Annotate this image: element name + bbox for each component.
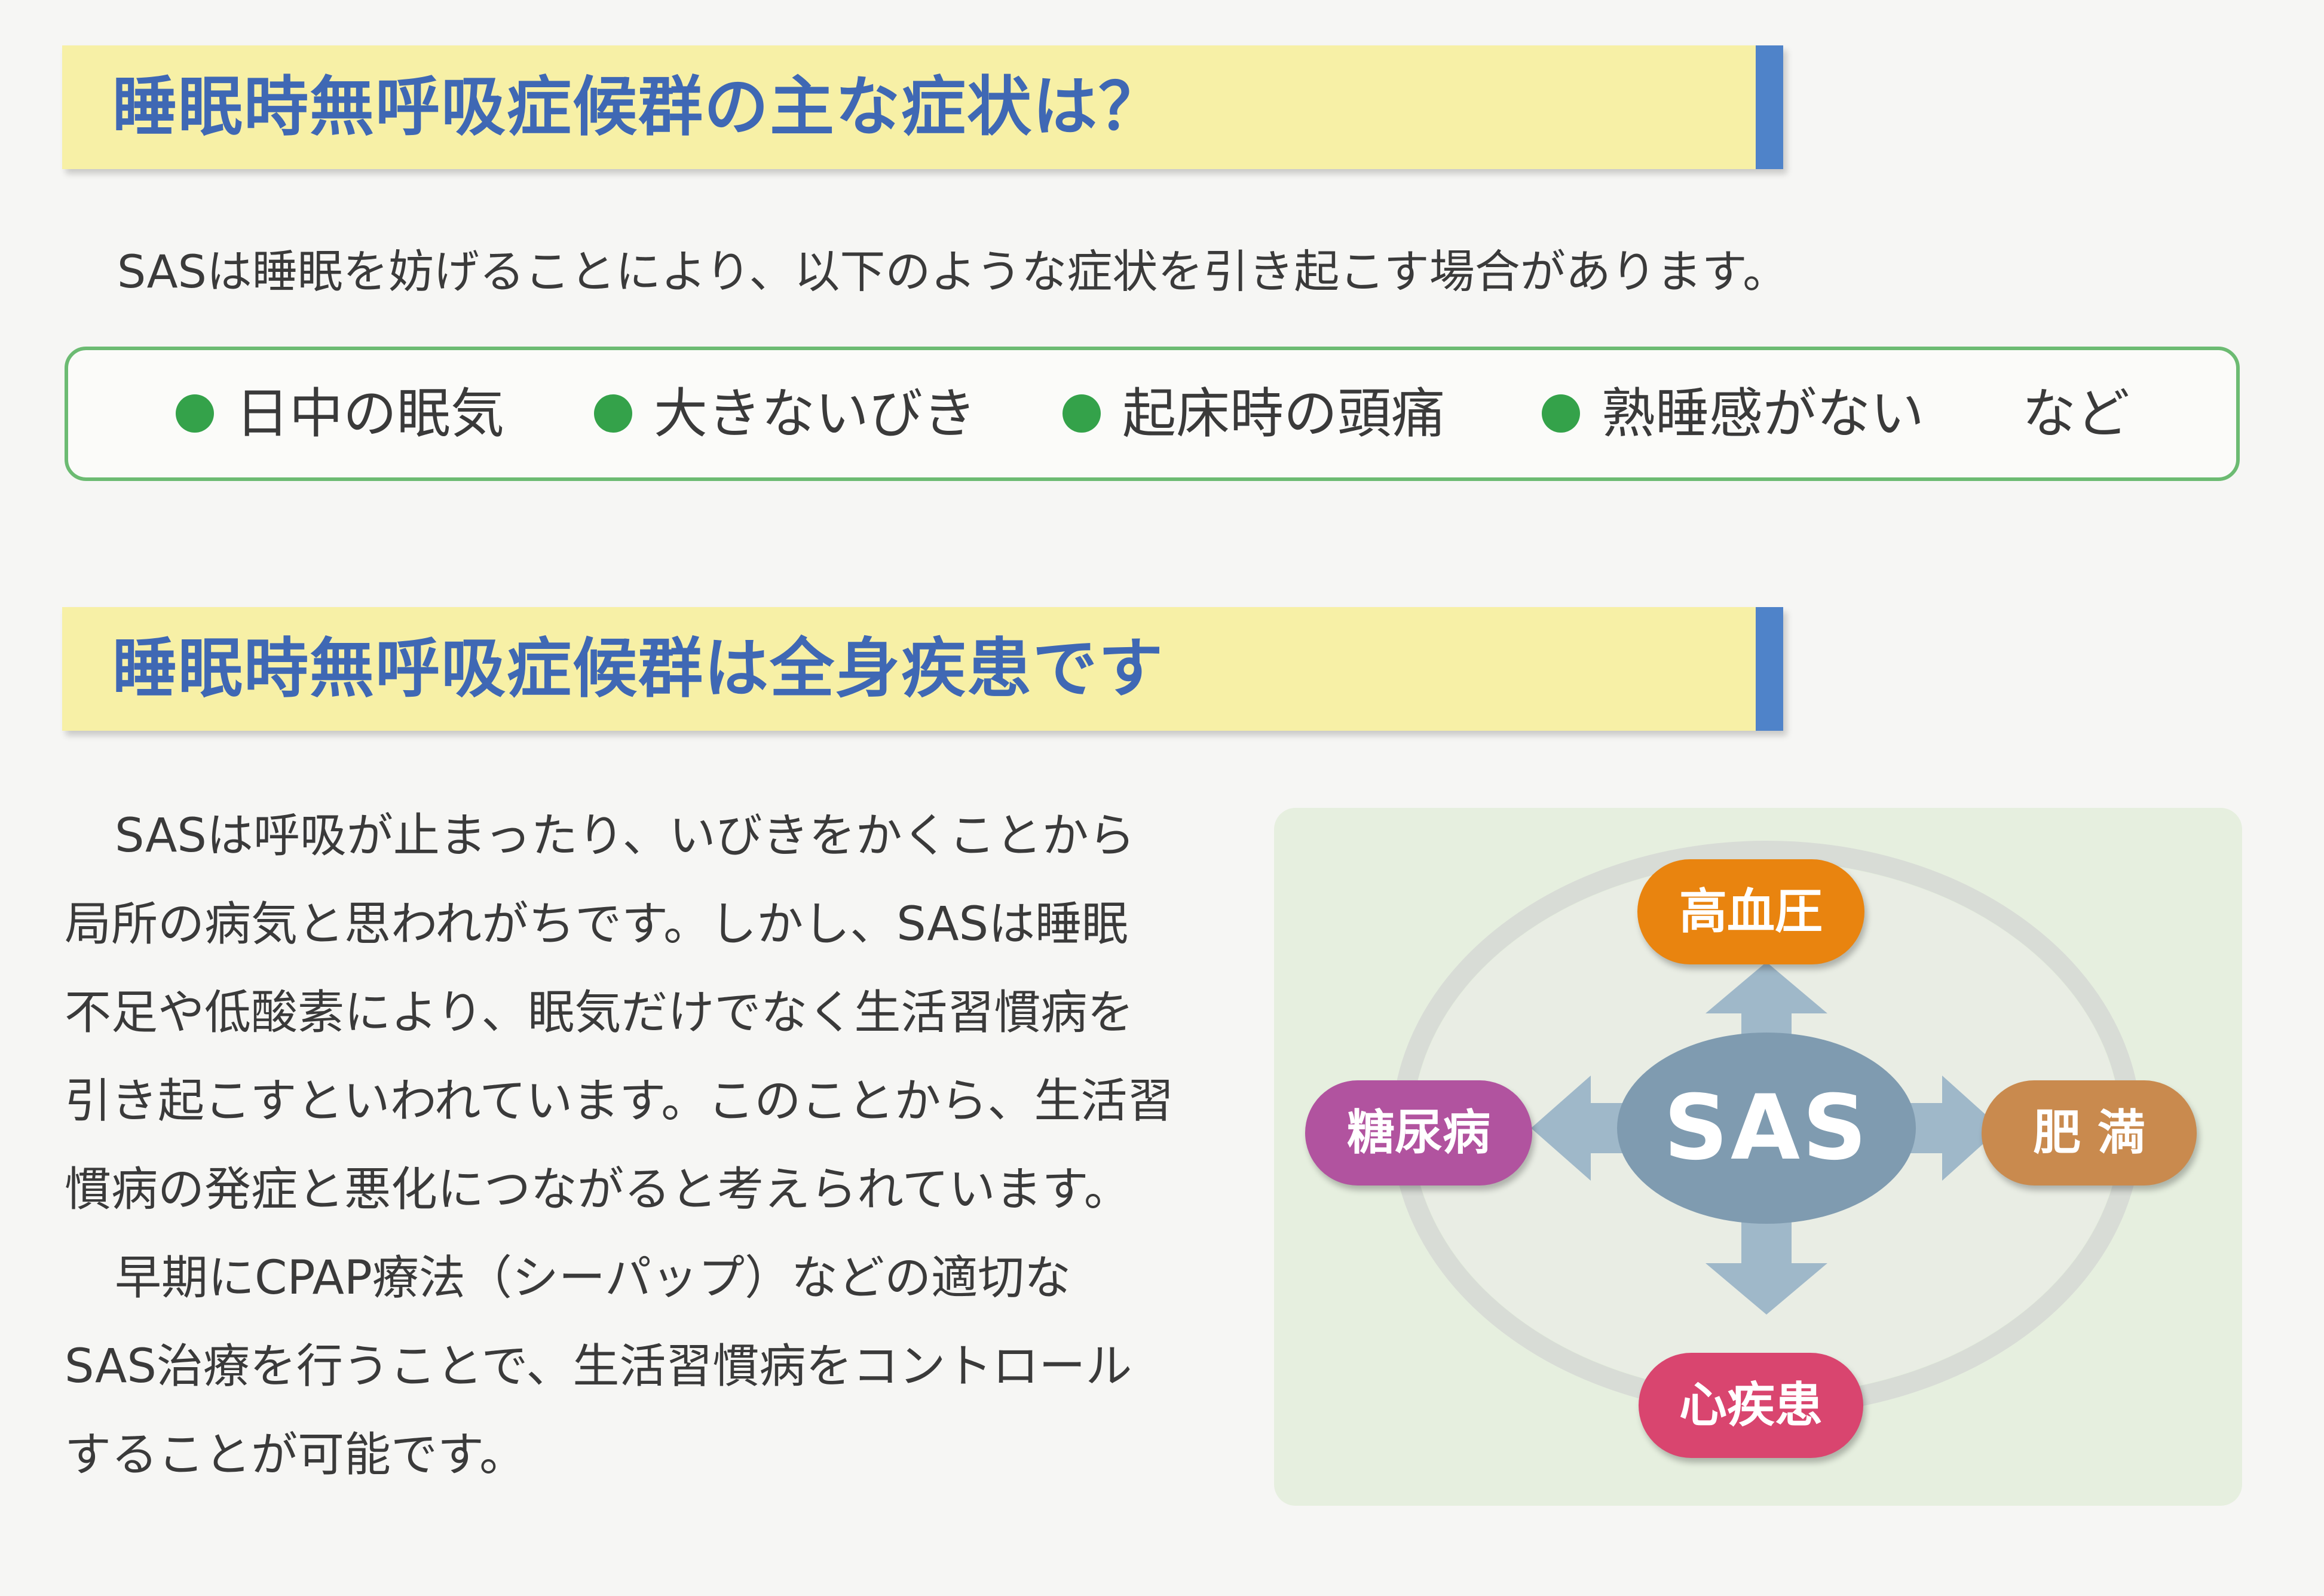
arrow-down-icon: [1706, 1191, 1827, 1315]
heading-title: 睡眠時無呼吸症候群の主な症状は？: [112, 70, 1165, 145]
arrow-left-icon: [1531, 1076, 1645, 1181]
intro-text: SASは睡眠を妨げることにより、以下のような症状を引き起こす場合があります。: [117, 245, 1789, 298]
paragraph-line: SASは呼吸が止まったり、いびきをかくことから: [115, 809, 1135, 863]
paragraph-line: 不足や低酸素により、眠気だけでなく生活習慣病を: [65, 986, 1134, 1040]
bullet-dot-icon: [1542, 394, 1580, 433]
arrows: [1531, 962, 2001, 1315]
pill-heart-disease: 心疾患: [1639, 1353, 1863, 1458]
paragraph-line: SAS治療を行うことで、生活習慣病をコントロール: [65, 1340, 1132, 1393]
symptom-list-box: 日中の眠気 大きないびき 起床時の頭痛 熟睡感がない など: [65, 347, 2240, 481]
paragraph-line: 早期にCPAP療法（シーパップ）などの適切な: [115, 1251, 1071, 1305]
arrow-right-icon: [1890, 1076, 2001, 1181]
paragraph-line: 引き起こすといわれています。このことから、生活習: [65, 1074, 1174, 1128]
bullet-dot-icon: [176, 394, 214, 433]
symptom-item: 熟睡感がない: [1542, 350, 1924, 477]
symptom-suffix: など: [2022, 382, 2130, 445]
paragraph-line: 局所の病気と思われがちです。しかし、SASは睡眠: [65, 897, 1129, 951]
pill-hypertension: 高血圧: [1637, 859, 1864, 964]
bullet-dot-icon: [594, 394, 632, 433]
heading-accent-bar: [1756, 607, 1783, 731]
pill-diabetes: 糖尿病: [1305, 1080, 1532, 1185]
symptom-item: 起床時の頭痛: [1063, 350, 1445, 477]
paragraph-line: 慣病の発症と悪化につながると考えられています。: [65, 1163, 1131, 1217]
pill-obesity: 肥 満: [1982, 1080, 2197, 1185]
arrow-up-icon: [1706, 962, 1827, 1071]
symptom-item: 大きないびき: [594, 350, 976, 477]
bullet-dot-icon: [1063, 394, 1101, 433]
sas-center-ellipse: [1617, 1033, 1916, 1224]
section-heading-symptoms: 睡眠時無呼吸症候群の主な症状は？: [62, 45, 1783, 169]
paragraph-line: することが可能です。: [65, 1428, 526, 1482]
heading-accent-bar: [1756, 45, 1783, 169]
symptom-item: 日中の眠気: [176, 350, 504, 477]
section-heading-systemic-disease: 睡眠時無呼吸症候群は全身疾患です: [62, 607, 1783, 731]
sas-disease-diagram: SAS 高血圧 肥 満 心疾患 糖尿病: [1274, 808, 2242, 1506]
body-paragraph: SASは呼吸が止まったり、いびきをかくことから 局所の病気と思われがちです。しか…: [65, 792, 1218, 1499]
sas-center-label: SAS: [1663, 1076, 1870, 1180]
heading-title: 睡眠時無呼吸症候群は全身疾患です: [112, 632, 1165, 706]
